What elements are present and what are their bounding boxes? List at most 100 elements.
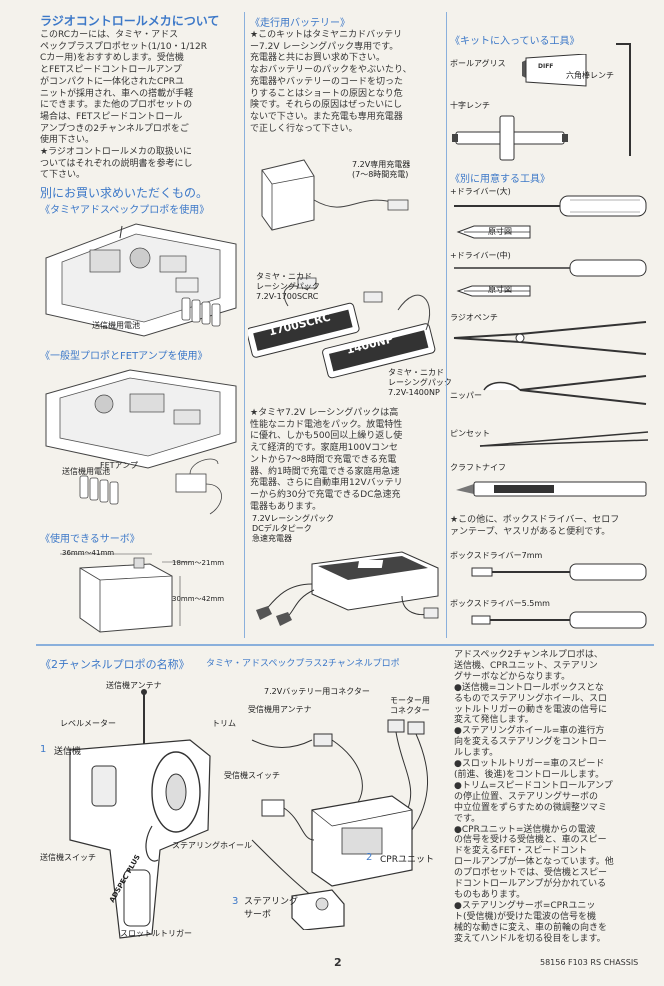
level-meter-label: レベルメーター <box>60 719 116 728</box>
pliers-label: ラジオペンチ <box>450 313 498 322</box>
propo-body-line: 械的な動きに変え、車の前輪の向きを <box>454 922 608 933</box>
propo-body-line: 向を変えるステアリングをコントロー <box>454 737 607 748</box>
dc-charger-label: 7.2Vレーシングパック DCデルタピーク 急速充電器 <box>252 514 334 544</box>
tx-switch-label: 送信機スイッチ <box>40 853 96 862</box>
cpr-number: 2 <box>366 852 373 863</box>
radio-body-line: とFETスピードコントロールアンプ <box>40 65 182 76</box>
steering-servo-label: ステアリング サーボ <box>244 896 298 922</box>
pliers-illustration <box>450 318 650 358</box>
propo-body-line: ト(受信機)が受けた電波の信号を機 <box>454 911 597 922</box>
battery-note: ★タミヤ7.2V レーシングパックは高 性能なニカド電池をパック。放電特性 に優… <box>250 408 440 513</box>
battery-body-line: なおバッテリーのパックをやぶいたり、 <box>250 65 412 76</box>
adspec-propo-box-illustration <box>40 218 240 340</box>
propo-body-line: ルします。 <box>454 748 499 759</box>
throttle-label: スロットルトリガー <box>120 929 192 938</box>
rx-antenna-label: 受信機用アンテナ <box>248 705 312 714</box>
propo-body-line: ●スロットルトリガー=車のスピード <box>454 759 605 770</box>
propo-body-line: ●ステアリングサーボ=CPRユニッ <box>454 900 596 911</box>
cross-wrench-label: 十字レンチ <box>450 101 490 110</box>
propo-body-line: るものでステアリングホイール、スロ <box>454 693 608 704</box>
fet-amp-label: FETアンプ <box>100 461 138 470</box>
grease-label: ボールアグリス <box>450 59 506 68</box>
battery-section-title: 《走行用バッテリー》 <box>250 18 350 29</box>
craft-knife-illustration <box>454 476 650 500</box>
battery-body-line: ー7.2V レーシングパック専用です。 <box>250 41 399 52</box>
box-driver-7-illustration <box>470 562 650 582</box>
radio-body-line: アンプつきの2チャンネルプロポをご <box>40 123 189 134</box>
craft-knife-label: クラフトナイフ <box>450 463 506 472</box>
motor-connector-label-line: モーター用 <box>390 696 430 705</box>
propo-section-subtitle: タミヤ・アドスペックプラス2チャンネルプロポ <box>206 659 400 669</box>
battery-note-line: えて経済的です。家庭用100Vコンセ <box>250 443 398 454</box>
large-screwdriver-illustration <box>450 182 650 226</box>
battery-body-line: ★このキットはタミヤニカドバッテリ <box>250 30 403 40</box>
battery-note-line: 性能なニカド電池をパック。放電特性 <box>250 419 403 430</box>
propo-body-line: ●送信機=コントロールボックスとな <box>454 682 604 693</box>
servo-number: 3 <box>232 896 239 907</box>
propo-body-line: 送信機、CPRユニット、ステアリン <box>454 660 598 671</box>
extra-tools-title: 《別に用意する工具》 <box>450 174 550 185</box>
battery-note-line: 充電器、さらに自動車用12Vバッテリ <box>250 478 403 489</box>
battery-note-line: ーから約30分で充電できるDC急速充 <box>250 489 401 500</box>
charger-battery-illustration <box>248 140 444 390</box>
propo-section-body: アドスペック2チャンネルプロポは、 送信機、CPRユニット、ステアリン グサーボ… <box>454 650 654 944</box>
propo-body-line: ものもあります。 <box>454 889 526 900</box>
radio-body-line: 使用下さい。 <box>40 135 95 146</box>
battery-body-line: で正しく行なって下さい。 <box>250 123 358 134</box>
propo-body-line: ドコントロールアンプが分かれている <box>454 879 607 890</box>
servo-depth-dimension: 18mm～21mm <box>172 559 225 567</box>
battery-note-line: 電器もあります。 <box>250 501 322 512</box>
actual-size-label-1: 原寸図 <box>488 227 512 236</box>
propo-body-line: ●ステアリングホイール=車の進行方 <box>454 726 605 737</box>
radio-body-line: ニットが採用され、車への搭載が手軽 <box>40 88 194 99</box>
radio-section-body: このRCカーには、タミヤ・アドス ペックプラスプロポセット(1/10・1/12R… <box>40 30 240 182</box>
battery-note-line: ★タミヤ7.2V レーシングパックは高 <box>250 408 399 418</box>
column-divider-1 <box>244 12 245 638</box>
document-code: 58156 F103 RS CHASSIS <box>540 958 639 967</box>
charger-label-line: 7.2V専用充電器 <box>352 160 411 169</box>
battery-body-line: ないで下さい。また充電も専用充電器 <box>250 111 403 122</box>
rx-switch-label: 受信機スイッチ <box>224 771 280 780</box>
section-divider <box>36 644 654 646</box>
pack2-label-line: タミヤ・ニカド <box>388 368 444 377</box>
dc-charger-illustration <box>252 544 442 628</box>
kit-tools-title: 《キットに入っている工具》 <box>450 36 580 47</box>
tx-antenna-label: 送信機アンテナ <box>106 681 162 690</box>
battery-body-line: 充電器と共にお買い求め下さい。 <box>250 53 386 64</box>
radio-body-line: Cカー用)をおすすめします。受信機 <box>40 53 184 64</box>
propo-section-title: 《2チャンネルプロポの名称》 <box>40 658 190 671</box>
pack1-label-line: レーシングパック <box>256 282 320 291</box>
radio-body-line: ★ラジオコントロールメカの取扱いに <box>40 147 192 158</box>
tx-battery-label-1: 送信機用電池 <box>92 321 140 330</box>
battery-body-line: りすることはショートの原因となり危 <box>250 88 403 99</box>
hex-wrench-label: 六角棒レンチ <box>566 71 614 80</box>
cross-wrench-illustration <box>450 112 570 162</box>
large-driver-actual-size <box>456 222 532 242</box>
propo-body-line: です。 <box>454 813 481 824</box>
pack2-label-line: レーシングパック <box>388 378 452 387</box>
servo-illustration <box>40 548 240 638</box>
radio-body-line: にできます。また他のプロポセットの <box>40 100 193 111</box>
dc-charger-label-line: DCデルタピーク <box>252 524 312 533</box>
adspec-propo-subtitle: 《タミヤアドスペックプロポを使用》 <box>40 205 210 216</box>
propo-body-line: のプロポセットでは、受信機とスピー <box>454 868 608 879</box>
propo-body-line: 中立位置をずらすための微調整ツマミ <box>454 802 607 813</box>
servo-height-dimension: 30mm～42mm <box>172 595 225 603</box>
propo-body-line: ドを変えるFET・スピードコント <box>454 846 588 857</box>
battery-section-body: ★このキットはタミヤニカドバッテリ ー7.2V レーシングパック専用です。 充電… <box>250 30 440 135</box>
charger-label: 7.2V専用充電器 (7～8時間充電) <box>352 160 410 180</box>
radio-body-line: がコンパクトに一体化されたCPRユ <box>40 76 184 87</box>
servo-width-dimension: 36mm～41mm <box>62 549 115 557</box>
medium-driver-actual-size <box>456 282 532 300</box>
medium-driver-label: +ドライバー(中) <box>450 251 511 260</box>
radio-body-line: このRCカーには、タミヤ・アドス <box>40 30 179 40</box>
tweezers-illustration <box>476 426 652 450</box>
wheel-label: ステアリングホイール <box>172 841 252 850</box>
radio-body-line: 場合は、FETスピードコントロール <box>40 111 183 122</box>
propo-body-line: グサーボなどからなります。 <box>454 671 571 682</box>
propo-body-line: アドスペック2チャンネルプロポは、 <box>454 650 603 660</box>
cpr-unit-illustration <box>232 700 452 930</box>
pack1-label-line: タミヤ・ニカド <box>256 272 312 281</box>
battery-connector-label: 7.2Vバッテリー用コネクター <box>264 687 370 696</box>
pack1-label: タミヤ・ニカド レーシングパック 7.2V-1700SCRC <box>256 272 320 302</box>
